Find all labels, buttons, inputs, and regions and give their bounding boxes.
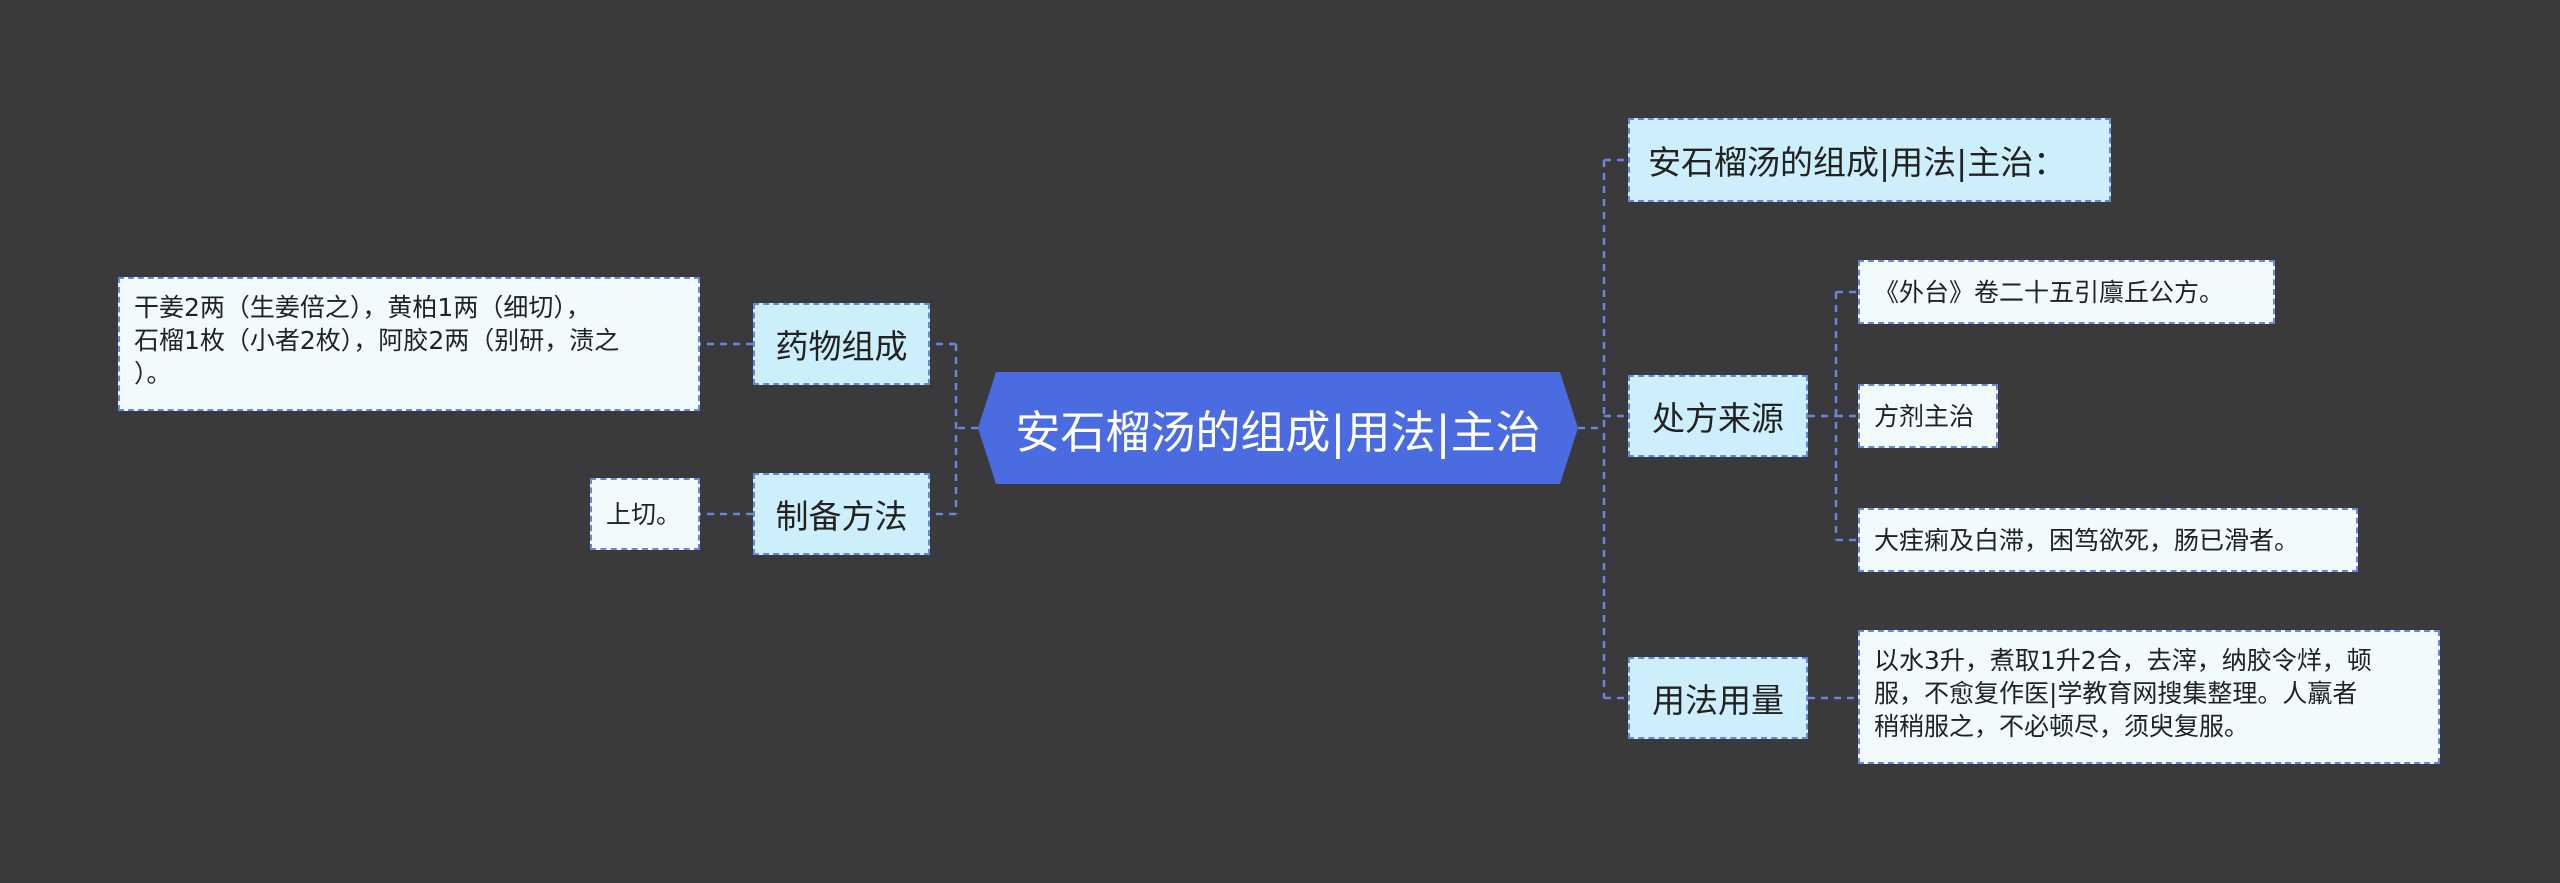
usage-line-1: 以水3升，煮取1升2合，去滓，纳胶令烊，顿 (1874, 646, 2372, 675)
source-item-3-text: 大疰痢及白滞，困笃欲死，肠已滑者。 (1874, 525, 2300, 555)
branch-preparation-label: 制备方法 (775, 497, 908, 536)
composition-line-1: 干姜2两（生姜倍之），黄柏1两（细切）， (134, 293, 591, 322)
root-hexagon-shape (978, 372, 1578, 484)
usage-line-2: 服，不愈复作医|学教育网搜集整理。人羸者 (1874, 679, 2358, 708)
composition-line-3: ）。 (134, 359, 172, 388)
preparation-detail-text: 上切。 (606, 499, 682, 529)
branch-source[interactable]: 处方来源 (1628, 375, 1808, 457)
leaf-preparation-detail[interactable]: 上切。 (590, 478, 700, 550)
usage-line-3: 稍稍服之，不必顿尽，须臾复服。 (1874, 712, 2250, 741)
leaf-source-item-3[interactable]: 大疰痢及白滞，困笃欲死，肠已滑者。 (1858, 508, 2358, 572)
leaf-source-item-2[interactable]: 方剂主治 (1858, 384, 1998, 448)
leaf-composition-detail[interactable]: 干姜2两（生姜倍之），黄柏1两（细切）， 石榴1枚（小者2枚），阿胶2两（别研，… (118, 277, 700, 411)
branch-composition[interactable]: 药物组成 (753, 303, 930, 385)
branch-composition-label: 药物组成 (775, 327, 908, 366)
branch-source-label: 处方来源 (1652, 399, 1784, 438)
leaf-usage-detail[interactable]: 以水3升，煮取1升2合，去滓，纳胶令烊，顿 服，不愈复作医|学教育网搜集整理。人… (1858, 630, 2440, 764)
leaf-source-item-1[interactable]: 《外台》卷二十五引廪丘公方。 (1858, 260, 2275, 324)
branch-preparation[interactable]: 制备方法 (753, 473, 930, 555)
source-item-2-text: 方剂主治 (1874, 401, 1975, 431)
branch-usage-label: 用法用量 (1652, 681, 1784, 720)
root-title: 安石榴汤的组成|用法|主治 (1015, 405, 1541, 459)
branch-usage[interactable]: 用法用量 (1628, 657, 1808, 739)
source-item-1-text: 《外台》卷二十五引廪丘公方。 (1874, 277, 2225, 307)
usage-detail-text: 以水3升，煮取1升2合，去滓，纳胶令烊，顿 服，不愈复作医|学教育网搜集整理。人… (1874, 644, 2372, 743)
root-node[interactable]: 安石榴汤的组成|用法|主治 (978, 372, 1578, 484)
composition-detail-text: 干姜2两（生姜倍之），黄柏1两（细切）， 石榴1枚（小者2枚），阿胶2两（别研，… (134, 291, 619, 390)
branch-heading[interactable]: 安石榴汤的组成|用法|主治： (1628, 118, 2111, 202)
branch-heading-label: 安石榴汤的组成|用法|主治： (1648, 143, 2067, 182)
composition-line-2: 石榴1枚（小者2枚），阿胶2两（别研，渍之 (134, 326, 620, 355)
